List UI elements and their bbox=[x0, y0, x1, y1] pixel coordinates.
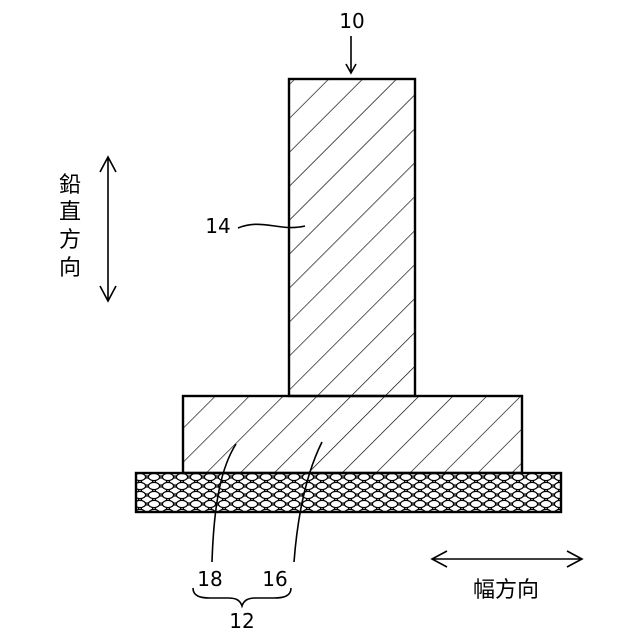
porous-layer bbox=[136, 473, 561, 512]
label-assembly: 10 bbox=[339, 9, 364, 33]
vertical-direction-char-4: 向 bbox=[59, 256, 81, 281]
base-member bbox=[183, 396, 522, 473]
label-base-inner-right: 16 bbox=[262, 567, 287, 591]
label-base-member: 12 bbox=[229, 609, 254, 633]
label-base-inner-left: 18 bbox=[197, 567, 222, 591]
upright-member bbox=[289, 79, 415, 396]
vertical-direction-char-1: 鉛 bbox=[59, 173, 81, 198]
width-direction-arrow bbox=[432, 551, 582, 567]
vertical-direction-char-2: 直 bbox=[59, 200, 81, 225]
label-assembly-arrow bbox=[346, 36, 356, 73]
vertical-direction-arrow bbox=[100, 157, 116, 301]
vertical-direction-char-3: 方 bbox=[59, 228, 81, 253]
label-upper-member: 14 bbox=[205, 214, 230, 238]
width-direction-label: 幅方向 bbox=[473, 578, 539, 603]
